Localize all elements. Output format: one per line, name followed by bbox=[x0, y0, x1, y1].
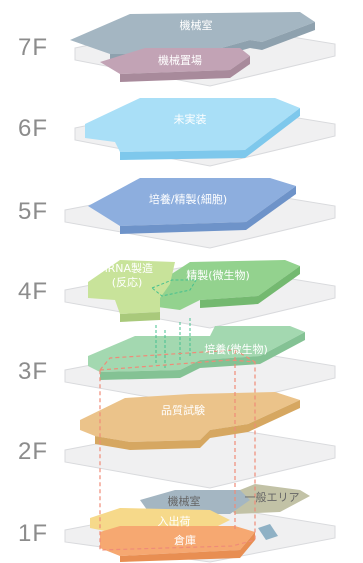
label-7f-machine: 機械室 bbox=[180, 18, 213, 32]
zone-1f-machine bbox=[140, 490, 250, 514]
zones-3f bbox=[88, 326, 305, 380]
dashed-connectors bbox=[99, 279, 256, 551]
zone-6f-unfinished bbox=[85, 98, 300, 152]
label-4f-mrna-sub: (反応) bbox=[112, 275, 143, 289]
zone-2f-qc bbox=[80, 392, 300, 442]
floor-label-4f: 4F bbox=[18, 278, 49, 305]
zone-labels: 機械室 機械置場 未実装 培養/精製(細胞) mRNA製造 (反応) 精製(微生… bbox=[97, 18, 300, 547]
zone-1f-bluebox bbox=[258, 524, 278, 540]
zones-4f bbox=[88, 260, 300, 322]
label-7f-storage: 機械置場 bbox=[158, 53, 202, 67]
zone-4f-purify bbox=[150, 260, 300, 310]
label-1f-warehouse: 倉庫 bbox=[174, 533, 196, 547]
zones-5f bbox=[88, 178, 296, 234]
floor-label-6f: 6F bbox=[18, 115, 49, 142]
label-1f-machine: 機械室 bbox=[168, 494, 201, 508]
zone-4f-mrna bbox=[88, 260, 175, 314]
label-1f-general: 一般エリア bbox=[245, 491, 300, 504]
label-4f-mrna: mRNA製造 bbox=[97, 261, 153, 275]
label-4f-purify: 精製(微生物) bbox=[186, 268, 250, 282]
label-5f-culture: 培養/精製(細胞) bbox=[149, 192, 227, 206]
floor-label-2f: 2F bbox=[18, 438, 49, 465]
label-2f-qc: 品質試験 bbox=[161, 403, 205, 417]
zone-7f-storage bbox=[100, 48, 250, 74]
floor-label-5f: 5F bbox=[18, 198, 49, 225]
floor-label-3f: 3F bbox=[18, 358, 49, 385]
zones-2f bbox=[80, 392, 300, 450]
zones-7f bbox=[70, 12, 315, 82]
zones-6f bbox=[85, 98, 300, 160]
zone-1f-general bbox=[220, 484, 310, 514]
label-6f-unfinished: 未実装 bbox=[174, 112, 207, 126]
label-3f-culture: 培養(微生物) bbox=[204, 342, 268, 356]
floor-label-1f: 1F bbox=[18, 520, 49, 547]
floor-label-7f: 7F bbox=[18, 34, 49, 61]
zone-3f-culture bbox=[88, 326, 305, 372]
connector-4f-3f bbox=[151, 279, 197, 297]
label-1f-shipping: 入出荷 bbox=[158, 514, 191, 528]
zone-5f-culture bbox=[88, 178, 296, 226]
zone-7f-machine bbox=[70, 12, 315, 54]
